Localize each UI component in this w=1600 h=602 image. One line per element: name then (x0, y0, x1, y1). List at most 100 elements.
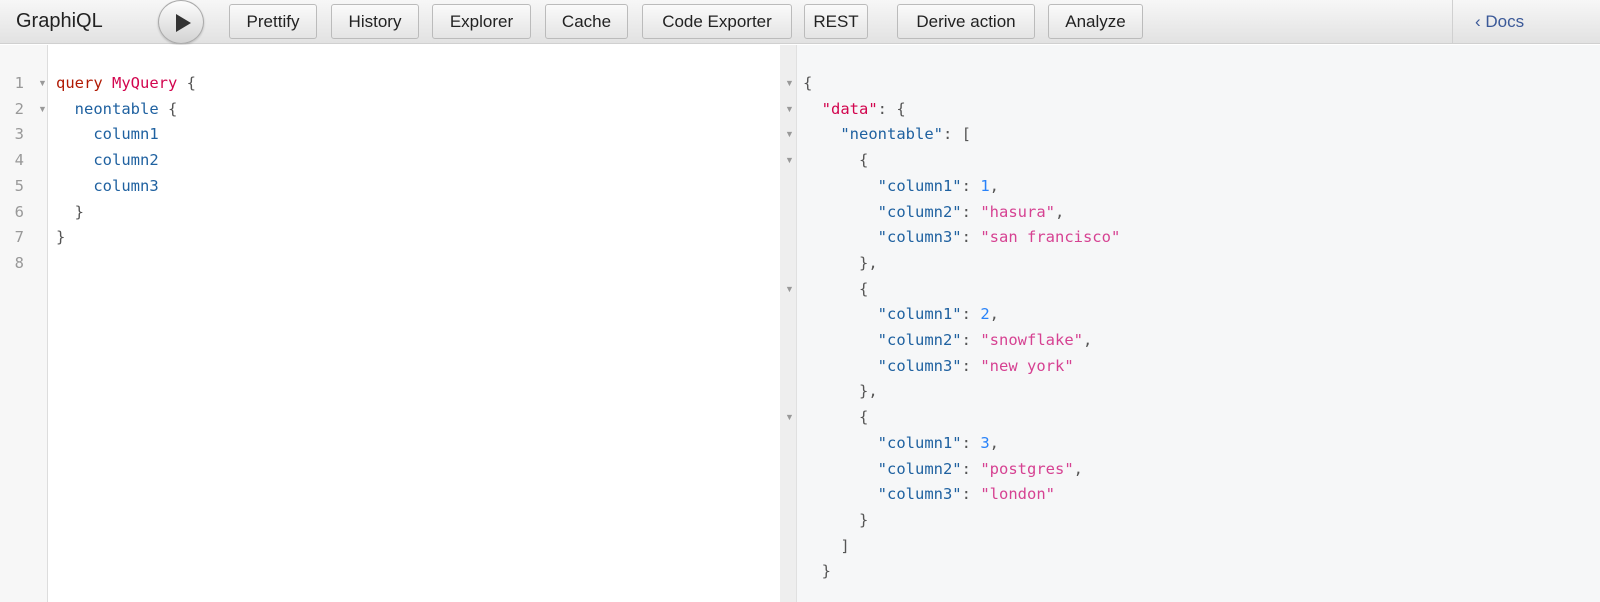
prettify-button[interactable]: Prettify (229, 4, 317, 39)
result-fold-gutter (780, 45, 797, 602)
code-exporter-button[interactable]: Code Exporter (642, 4, 792, 39)
fold-arrow-icon[interactable]: ▼ (785, 412, 794, 423)
token-key: "column2" (877, 459, 962, 478)
code-line: } (56, 200, 84, 226)
token-prop: column3 (56, 176, 159, 195)
derive-action-button[interactable]: Derive action (897, 4, 1035, 39)
token-punc: { (803, 74, 813, 92)
cache-button[interactable]: Cache (545, 4, 628, 39)
token-punc: { (803, 279, 869, 298)
query-editor[interactable] (0, 45, 780, 602)
token-key: "column1" (877, 176, 962, 195)
token-kw: query (56, 74, 112, 92)
token-num: 3 (980, 433, 990, 452)
code-line: "data": { (803, 97, 906, 123)
rest-button[interactable]: REST (804, 4, 868, 39)
token-punc: { (803, 408, 869, 427)
code-line: { (803, 71, 812, 97)
code-line: query MyQuery { (56, 71, 196, 97)
analyze-button[interactable]: Analyze (1048, 4, 1143, 39)
token-punc: , (989, 176, 1000, 195)
token-punc (803, 460, 878, 478)
token-key: "neontable" (840, 125, 943, 144)
code-line: { (803, 277, 868, 303)
token-punc: ] (803, 536, 850, 555)
code-line: "neontable": [ (803, 122, 971, 148)
history-button[interactable]: History (331, 4, 419, 39)
token-punc: , (1082, 331, 1093, 349)
chevron-left-icon: ‹ (1475, 12, 1486, 31)
token-key: "column1" (877, 305, 962, 324)
token-punc: } (803, 510, 869, 529)
fold-arrow-icon[interactable]: ▼ (785, 129, 794, 140)
token-punc (803, 203, 878, 221)
token-punc: { (177, 74, 196, 92)
token-punc: { (158, 99, 178, 118)
fold-arrow-icon[interactable]: ▼ (38, 78, 47, 88)
token-punc (803, 434, 878, 452)
token-punc: } (56, 228, 66, 247)
token-punc (803, 100, 822, 118)
line-number: 2 (14, 99, 24, 118)
token-key: "column2" (877, 331, 962, 349)
token-punc: : (961, 433, 981, 452)
run-query-button[interactable] (158, 0, 204, 44)
line-number: 3 (14, 125, 24, 144)
token-punc: } (56, 202, 84, 221)
fold-arrow-icon[interactable]: ▼ (785, 283, 794, 294)
token-punc: , (989, 433, 1000, 452)
code-line: }, (803, 379, 878, 405)
code-line: } (803, 559, 831, 585)
result-viewer (780, 45, 1600, 602)
token-punc (803, 125, 840, 143)
token-punc: , (1054, 202, 1065, 221)
token-punc: }, (803, 382, 878, 401)
token-prop: column1 (56, 125, 159, 144)
code-line: "column3": "new york" (803, 354, 1074, 380)
code-line: { (803, 405, 868, 431)
fold-arrow-icon[interactable]: ▼ (785, 103, 794, 114)
fold-arrow-icon[interactable]: ▼ (785, 155, 794, 166)
fold-arrow-icon[interactable]: ▼ (785, 78, 794, 88)
line-number: 5 (14, 176, 24, 195)
token-punc: : (961, 485, 981, 504)
token-punc: : (961, 228, 981, 247)
token-str: "new york" (980, 356, 1074, 375)
token-str: "san francisco" (980, 228, 1121, 247)
token-num: 2 (980, 305, 990, 324)
token-str: "london" (980, 485, 1055, 504)
code-line: neontable { (56, 97, 178, 123)
token-punc: : (961, 305, 981, 324)
token-punc: : (961, 176, 981, 195)
app-title: GraphiQL (16, 10, 103, 32)
code-line: } (56, 225, 65, 251)
token-punc (803, 228, 878, 246)
line-number: 4 (14, 151, 24, 170)
docs-button[interactable]: ‹ Docs (1452, 0, 1600, 44)
token-prop: neontable (74, 99, 159, 118)
code-line: column2 (56, 148, 159, 174)
code-line: "column1": 1, (803, 174, 999, 200)
explorer-button[interactable]: Explorer (432, 4, 531, 39)
code-line: "column2": "postgres", (803, 457, 1083, 483)
token-punc: : { (877, 99, 906, 118)
token-key: "column2" (877, 202, 962, 221)
token-punc: : (961, 331, 981, 349)
token-prop: column2 (56, 151, 159, 170)
token-punc (803, 305, 878, 323)
token-punc (803, 177, 878, 195)
toolbar: GraphiQL Prettify History Explorer Cache Cod… (0, 0, 1600, 44)
token-str: "hasura" (980, 202, 1055, 221)
line-number: 6 (14, 202, 24, 221)
code-line: "column2": "snowflake", (803, 328, 1093, 354)
fold-arrow-icon[interactable]: ▼ (38, 103, 47, 114)
code-line: "column3": "san francisco" (803, 225, 1121, 251)
line-number: 8 (14, 253, 24, 272)
code-line: }, (803, 251, 878, 277)
token-str: "postgres" (980, 459, 1074, 478)
token-punc: : (961, 356, 981, 375)
token-punc (56, 100, 75, 118)
code-line: ] (803, 534, 850, 560)
line-number: 7 (14, 228, 24, 247)
token-punc: { (803, 151, 869, 170)
